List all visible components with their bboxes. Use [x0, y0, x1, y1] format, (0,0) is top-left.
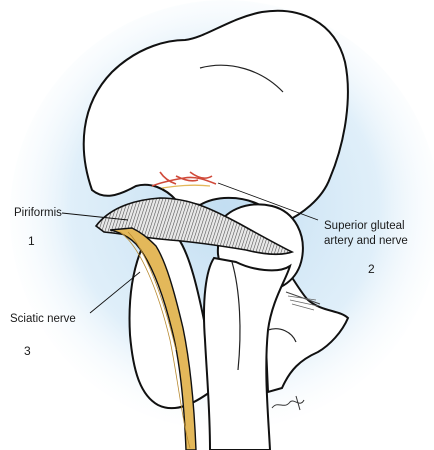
label-piriformis: Piriformis: [14, 206, 62, 220]
label-superior-gluteal-line2: artery and nerve: [324, 234, 408, 248]
label-number-1: 1: [28, 234, 35, 248]
label-number-3: 3: [24, 344, 31, 358]
label-sciatic-nerve: Sciatic nerve: [10, 312, 76, 326]
label-number-2: 2: [368, 262, 375, 276]
label-superior-gluteal-line1: Superior gluteal: [324, 219, 405, 233]
